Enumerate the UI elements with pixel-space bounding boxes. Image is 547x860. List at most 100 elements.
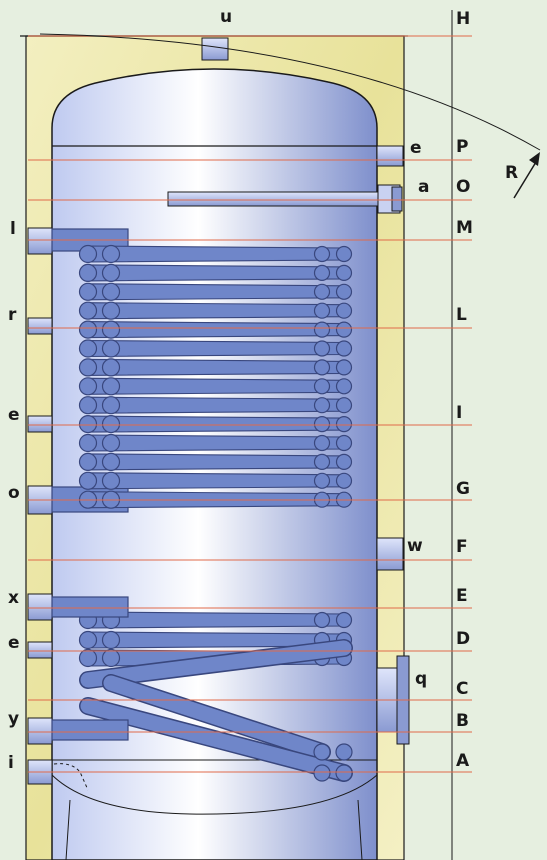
left-label-e-lower: e xyxy=(8,633,20,653)
radius-arrowhead xyxy=(529,152,540,166)
level-label-L: L xyxy=(456,305,467,325)
coil-loop xyxy=(101,244,121,264)
tank-bottom-dome xyxy=(51,774,378,815)
coil-loop xyxy=(101,282,121,301)
upper-coil-turn xyxy=(78,339,353,358)
coil-loop xyxy=(335,764,353,782)
connector-e-upper xyxy=(27,415,53,433)
coil-loop xyxy=(78,377,98,396)
coil-loop xyxy=(335,472,353,489)
coil-loop xyxy=(101,471,121,490)
left-label-e-upper: e xyxy=(8,405,20,425)
coil-diagonal-fill xyxy=(80,698,352,781)
coil-loop xyxy=(101,452,121,471)
coil-diagonal-fill xyxy=(103,675,330,760)
right-fitting-w xyxy=(376,537,404,571)
coil-loop xyxy=(78,339,98,358)
coil-loop xyxy=(335,302,353,319)
coil-loop xyxy=(313,453,331,470)
coil-loop xyxy=(313,378,331,395)
upper-coil-turn xyxy=(78,301,353,320)
level-label-M: M xyxy=(456,218,473,238)
coil-loop xyxy=(335,378,353,395)
right-label-q: q xyxy=(415,669,427,689)
coil-loop xyxy=(313,472,331,489)
level-label-I: I xyxy=(456,403,462,423)
coil-loop xyxy=(313,434,331,452)
coil-loop xyxy=(78,244,98,264)
coil-loop xyxy=(78,396,98,415)
coil-loop xyxy=(313,321,331,338)
level-label-C: C xyxy=(456,679,468,699)
upper-coil-turn xyxy=(78,377,353,396)
radius-arrow xyxy=(513,161,537,199)
right-label-a: a xyxy=(418,177,429,197)
coil-loop xyxy=(78,452,98,471)
coil-loop xyxy=(101,377,121,396)
upper-coil-turn xyxy=(78,320,353,339)
left-label-x: x xyxy=(8,588,19,608)
top-connector-u xyxy=(201,37,229,61)
coil-loop xyxy=(335,359,353,376)
coil-loop xyxy=(78,263,98,282)
left-label-r: r xyxy=(8,305,17,325)
left-label-i: i xyxy=(8,753,14,773)
level-label-A: A xyxy=(456,751,470,771)
coil-loop xyxy=(313,359,331,376)
coil-loop xyxy=(101,301,121,320)
lower-coil-inlet-bar xyxy=(51,596,129,618)
coil-loop xyxy=(78,648,98,668)
upper-coil xyxy=(78,244,353,509)
upper-coil-turn xyxy=(78,396,353,415)
coil-diagonal-fill xyxy=(80,640,352,688)
coil-loop xyxy=(335,611,353,629)
level-label-D: D xyxy=(456,629,470,649)
left-connectors xyxy=(27,227,53,785)
coil-loop xyxy=(313,397,331,414)
top-label-u: u xyxy=(220,7,232,27)
coil-loop xyxy=(78,433,98,453)
connector-e-lower xyxy=(27,641,53,659)
coil-loop xyxy=(313,764,331,782)
coil-loop xyxy=(101,415,121,434)
level-label-F: F xyxy=(456,537,468,557)
upper-coil-turn xyxy=(78,263,353,282)
upper-coil-turn xyxy=(78,415,353,434)
lower-coil-outlet-bar xyxy=(51,719,129,741)
left-label-y: y xyxy=(8,709,19,729)
left-label-o: o xyxy=(8,483,20,503)
upper-coil-turn xyxy=(78,433,353,453)
coil-loop xyxy=(313,416,331,433)
coil-loop xyxy=(78,282,98,301)
coil-loop xyxy=(78,415,98,434)
tank-foot xyxy=(65,799,363,860)
coil-loop xyxy=(78,320,98,339)
anode-nut xyxy=(391,186,403,212)
coil-loop xyxy=(78,630,98,650)
coil-loop xyxy=(313,245,331,263)
coil-loop xyxy=(335,340,353,357)
coil-loop xyxy=(101,396,121,415)
upper-coil-turn xyxy=(78,358,353,377)
coil-loop xyxy=(335,743,353,761)
coil-loop xyxy=(313,743,331,761)
coil-loop xyxy=(335,416,353,433)
connector-y xyxy=(27,717,53,745)
coil-loop xyxy=(101,648,121,668)
coil-loop xyxy=(78,301,98,320)
coil-loop xyxy=(101,433,121,453)
right-fitting-e xyxy=(376,145,404,167)
coil-loop xyxy=(313,302,331,319)
level-label-H: H xyxy=(456,9,470,29)
level-label-G: G xyxy=(456,479,470,499)
coil-loop xyxy=(335,321,353,338)
upper-coil-turn xyxy=(78,244,353,264)
coil-loop xyxy=(335,245,353,263)
upper-coil-turn xyxy=(78,282,353,301)
radius-label: R xyxy=(505,163,518,183)
coil-loop xyxy=(101,339,121,358)
coil-loop xyxy=(335,453,353,470)
coil-loop xyxy=(313,283,331,300)
connector-x xyxy=(27,593,53,621)
